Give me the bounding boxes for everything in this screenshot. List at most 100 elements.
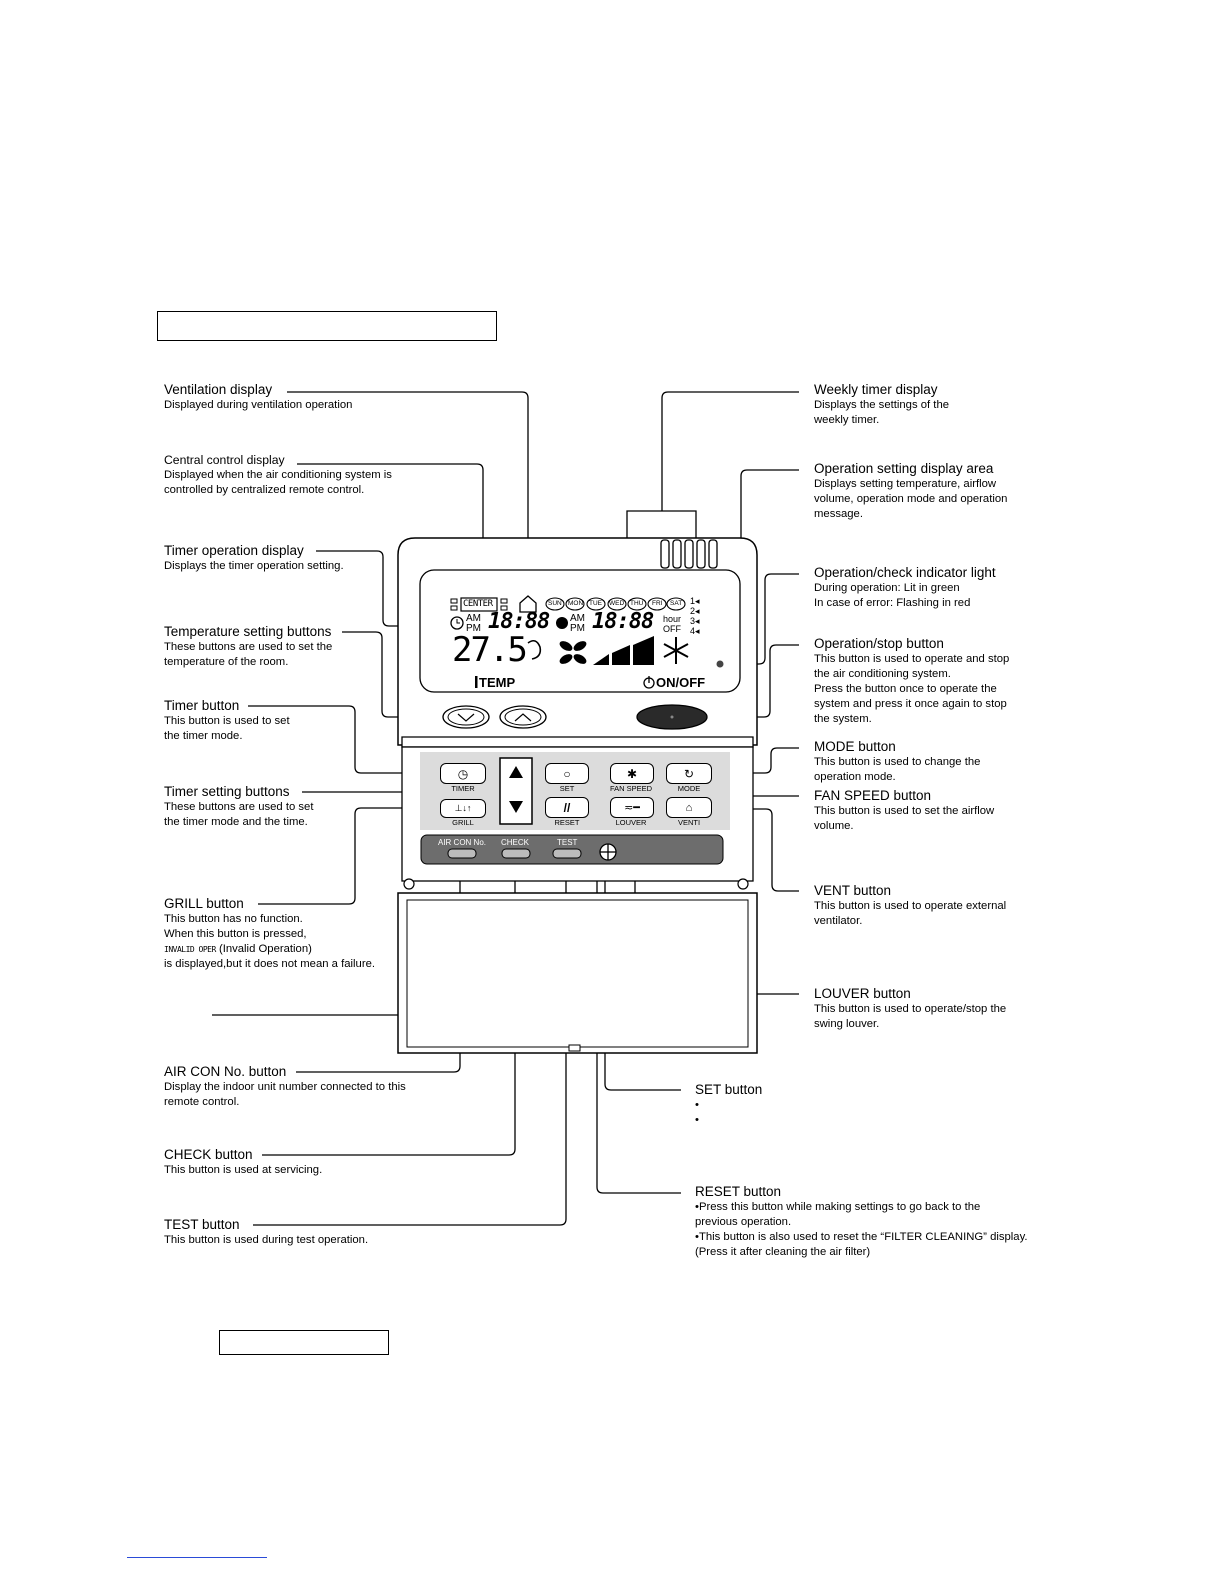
timer-button[interactable]: ◷ — [440, 763, 486, 784]
set-icon: ○ — [563, 766, 571, 781]
central-control-title: Central control display — [164, 453, 285, 467]
fan-speed-desc-1: This button is used to set the airflow — [814, 805, 995, 817]
timer-operation-desc: Displays the timer operation setting. — [164, 560, 344, 572]
timer-button-desc-1: This button is used to set — [164, 715, 290, 727]
grill-button-desc-4: is displayed,but it does not mean a fail… — [164, 958, 376, 970]
air-con-no-title: AIR CON No. button — [164, 1064, 287, 1079]
mode-button[interactable]: ↻ — [666, 763, 712, 784]
reset-button-title: RESET button — [695, 1184, 782, 1199]
timer-num-1: 1 — [690, 596, 696, 606]
temperature-buttons-desc-1: These buttons are used to set the — [164, 641, 333, 653]
mode-button-callout: MODE button This button is used to chang… — [814, 739, 980, 785]
set-button-callout: SET button • • — [695, 1082, 762, 1128]
house-vent-icon: ⌂ — [685, 801, 693, 814]
louver-button-title: LOUVER button — [814, 986, 911, 1001]
timer-button-title: Timer button — [164, 698, 240, 713]
vent-button-desc-1: This button is used to operate external — [814, 900, 1007, 912]
timer-button-desc-2: the timer mode. — [164, 730, 243, 742]
timer-button-label: TIMER — [451, 784, 475, 793]
check-button-desc: This button is used at servicing. — [164, 1164, 323, 1176]
day-thu: THU — [630, 600, 644, 607]
louver-button[interactable]: ≂━ — [610, 797, 654, 818]
grill-button[interactable]: ⊥↓↑ — [440, 799, 486, 818]
footer-title-box — [219, 1330, 389, 1355]
indicator-light-callout: Operation/check indicator light During o… — [814, 565, 996, 611]
grill-button-label: GRILL — [452, 818, 474, 827]
mode-button-label: MODE — [677, 784, 701, 793]
weekly-timer-title: Weekly timer display — [814, 382, 938, 397]
grill-icon: ⊥↓↑ — [454, 803, 472, 813]
mode-button-title: MODE button — [814, 739, 896, 754]
grill-button-callout: GRILL button This button has no function… — [164, 896, 375, 972]
fan-speed-callout: FAN SPEED button This button is used to … — [814, 788, 994, 834]
reset-button-desc-1: •Press this button while making settings… — [695, 1201, 981, 1213]
indicator-light-desc-2: In case of error: Flashing in red — [814, 597, 971, 609]
reset-button[interactable]: // — [545, 797, 589, 818]
timer-num-2: 2 — [690, 606, 696, 616]
weekly-timer-desc-1: Displays the settings of the — [814, 399, 950, 411]
lcd-off-label: OFF — [663, 624, 681, 634]
louver-button-desc-2: swing louver. — [814, 1018, 880, 1030]
louver-button-callout: LOUVER button This button is used to ope… — [814, 986, 1006, 1032]
reset-button-callout: RESET button •Press this button while ma… — [695, 1184, 1028, 1260]
operation-setting-desc-1: Displays setting temperature, airflow — [814, 478, 997, 490]
set-button[interactable]: ○ — [545, 763, 589, 784]
indicator-light-desc-1: During operation: Lit in green — [814, 582, 960, 594]
set-button-bullet-1: • — [695, 1099, 699, 1111]
onoff-button[interactable] — [638, 706, 706, 728]
weekly-timer-callout: Weekly timer display Displays the settin… — [814, 382, 949, 428]
lcd-am-1: AM — [466, 613, 481, 624]
temperature-buttons-desc-2: temperature of the room. — [164, 656, 289, 668]
vent-button-desc-2: ventilator. — [814, 915, 863, 927]
grill-button-desc-2: When this button is pressed, — [164, 928, 307, 940]
operation-setting-callout: Operation setting display area Displays … — [814, 461, 1007, 522]
check-button[interactable] — [501, 848, 531, 859]
indicator-light-title: Operation/check indicator light — [814, 565, 996, 580]
weekly-timer-desc-2: weekly timer. — [814, 414, 880, 426]
fan-speed-desc-2: volume. — [814, 820, 854, 832]
timer-setting-callout: Timer setting buttons These buttons are … — [164, 784, 313, 830]
louver-icon: ≂━ — [624, 802, 640, 814]
invalid-oper-glyph: INVALID OPER — [164, 945, 216, 954]
timer-up-button[interactable] — [503, 762, 529, 790]
air-con-no-button[interactable] — [447, 848, 477, 859]
fan-speed-title: FAN SPEED button — [814, 788, 932, 803]
fan-speed-button[interactable]: ✱ — [610, 763, 654, 784]
timer-operation-title: Timer operation display — [164, 543, 304, 558]
reset-button-desc-3: •This button is also used to reset the “… — [695, 1231, 1028, 1243]
temperature-buttons-title: Temperature setting buttons — [164, 624, 332, 639]
timer-setting-desc-2: the timer mode and the time. — [164, 816, 308, 828]
temp-up-button[interactable] — [501, 707, 545, 727]
test-button-callout: TEST button This button is used during t… — [164, 1217, 368, 1248]
timer-button-callout: Timer button This button is used to set … — [164, 698, 290, 744]
bottom-link-underline — [127, 1557, 267, 1558]
test-button-desc: This button is used during test operatio… — [164, 1234, 369, 1246]
lcd-center-label: CENTER — [463, 599, 493, 609]
invalid-oper-text: (Invalid Operation) — [218, 943, 312, 955]
test-button[interactable] — [552, 848, 582, 859]
ventilation-display-desc: Displayed during ventilation operation — [164, 399, 353, 411]
day-sat: SAT — [670, 600, 683, 607]
timer-operation-callout: Timer operation display Displays the tim… — [164, 543, 344, 574]
fan-icon: ✱ — [626, 766, 638, 781]
timer-down-button[interactable] — [503, 792, 529, 820]
central-control-desc-1: Displayed when the air conditioning syst… — [164, 469, 392, 481]
set-button-title: SET button — [695, 1082, 763, 1097]
timer-num-4: 4 — [690, 626, 696, 636]
clock-icon: ◷ — [457, 766, 469, 781]
lcd-hour-label: hour — [663, 614, 682, 624]
air-con-no-desc-2: remote control. — [164, 1096, 240, 1108]
temp-down-button[interactable] — [444, 707, 488, 727]
grill-button-desc-3: INVALID OPER (Invalid Operation) — [164, 942, 375, 957]
venti-button-label: VENTI — [677, 818, 701, 827]
air-con-no-callout: AIR CON No. button Display the indoor un… — [164, 1064, 406, 1110]
lcd-pm-1: PM — [466, 623, 481, 634]
day-sun: SUN — [548, 600, 562, 607]
venti-button[interactable]: ⌂ — [666, 797, 712, 818]
mode-button-desc-2: operation mode. — [814, 771, 896, 783]
reset-button-label: RESET — [554, 818, 580, 827]
onoff-button-callout: Operation/stop button This button is use… — [814, 636, 1009, 727]
mode-cycle-icon: ↻ — [683, 766, 695, 781]
lcd-am-2: AM — [570, 613, 585, 624]
air-con-no-label: AIR CON No. — [438, 838, 487, 847]
